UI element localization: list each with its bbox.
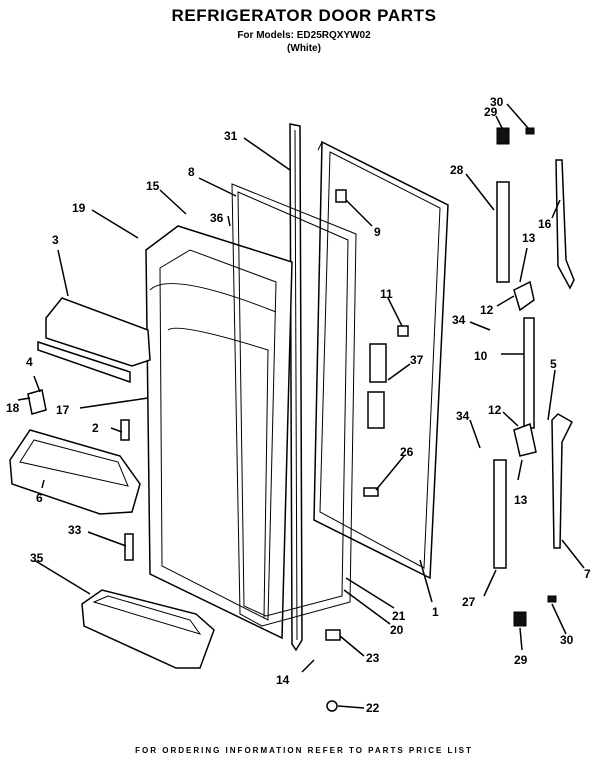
callout-15: 15 <box>146 179 160 193</box>
door-handle-strip <box>289 123 303 652</box>
callout-20: 20 <box>390 623 404 637</box>
callout-9: 9 <box>374 225 381 239</box>
clip-11 <box>397 325 409 337</box>
callout-22: 22 <box>366 701 380 715</box>
cover-37-upper <box>369 343 387 383</box>
callout-4: 4 <box>26 355 33 369</box>
callout-34-upper: 34 <box>452 313 466 327</box>
callout-14: 14 <box>276 673 290 687</box>
callout-labels: 1 2 3 4 5 6 7 8 9 10 11 12 12 13 13 14 1… <box>6 95 591 715</box>
callout-35: 35 <box>30 551 44 565</box>
footer-note: FOR ORDERING INFORMATION REFER TO PARTS … <box>135 746 473 755</box>
callout-3: 3 <box>52 233 59 247</box>
bracket-2 <box>120 419 130 441</box>
callout-31: 31 <box>224 129 238 143</box>
bracket-18 <box>27 389 47 415</box>
color-line: (White) <box>287 43 321 54</box>
bracket-33 <box>124 533 134 561</box>
callout-34-lower: 34 <box>456 409 470 423</box>
callout-1: 1 <box>432 605 439 619</box>
leader-lines <box>17 103 585 709</box>
callout-29-upper: 29 <box>484 105 498 119</box>
page-title: REFRIGERATOR DOOR PARTS <box>171 6 437 25</box>
plug-9 <box>335 189 347 203</box>
hinge-assembly-lower <box>493 422 557 627</box>
callout-18: 18 <box>6 401 20 415</box>
hinge-assembly-upper <box>496 127 535 429</box>
door-bin-35 <box>81 589 215 669</box>
callout-26: 26 <box>400 445 414 459</box>
callout-30-lower: 30 <box>560 633 574 647</box>
callout-21: 21 <box>392 609 406 623</box>
door-stop-16 <box>555 159 575 290</box>
callout-2: 2 <box>92 421 99 435</box>
callout-6: 6 <box>36 491 43 505</box>
door-shelf-3 <box>37 297 151 384</box>
callout-27: 27 <box>462 595 476 609</box>
callout-12-upper: 12 <box>480 303 494 317</box>
callout-30-upper: 30 <box>490 95 504 109</box>
callout-7: 7 <box>584 567 591 581</box>
callout-11: 11 <box>380 287 393 301</box>
models-line: For Models: ED25RQXYW02 <box>237 30 371 41</box>
callout-8: 8 <box>188 165 195 179</box>
clip-26 <box>363 487 379 497</box>
door-bin-6 <box>9 429 141 515</box>
bracket-23 <box>325 629 341 641</box>
callout-33: 33 <box>68 523 82 537</box>
callout-5: 5 <box>550 357 557 371</box>
door-stop-7 <box>551 413 573 549</box>
callout-37: 37 <box>410 353 424 367</box>
callout-13-lower: 13 <box>514 493 528 507</box>
callout-28: 28 <box>450 163 464 177</box>
callout-16: 16 <box>538 217 552 231</box>
screw-22 <box>326 700 338 712</box>
door-gasket <box>231 183 357 627</box>
callout-29-lower: 29 <box>514 653 528 667</box>
callout-19: 19 <box>72 201 86 215</box>
callout-10: 10 <box>474 349 488 363</box>
cover-37-lower <box>367 391 385 429</box>
callout-17: 17 <box>56 403 70 417</box>
callout-12-lower: 12 <box>488 403 502 417</box>
callout-13-upper: 13 <box>522 231 536 245</box>
callout-23: 23 <box>366 651 380 665</box>
inner-door-liner <box>145 225 293 640</box>
callout-36: 36 <box>210 211 224 225</box>
